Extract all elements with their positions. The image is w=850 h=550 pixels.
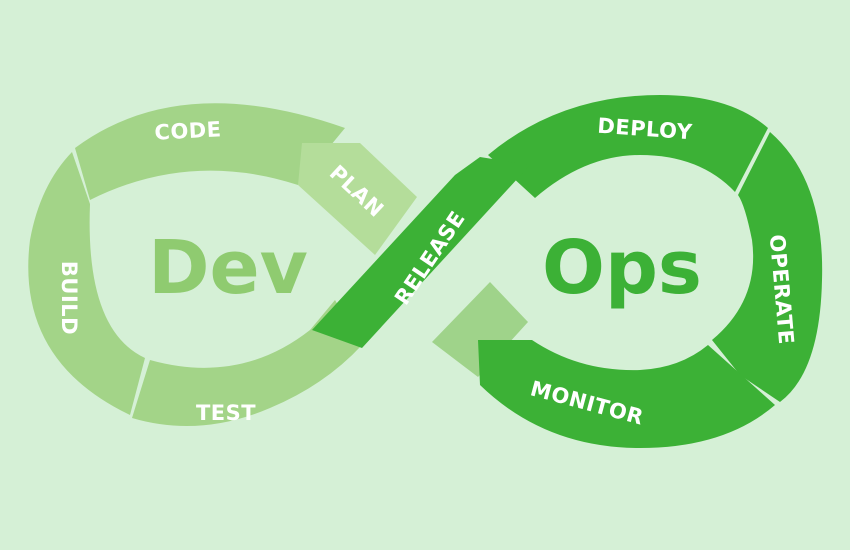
monitor-segment [478, 340, 775, 448]
dev-label: Dev [148, 225, 308, 311]
ops-label: Ops [542, 225, 702, 311]
release-segment [312, 157, 530, 348]
dev-loop: CODE PLAN BUILD TEST Dev [28, 103, 417, 426]
build-segment [28, 152, 145, 415]
operate-segment [712, 132, 823, 402]
ops-loop: RELEASE DEPLOY OPERATE MONITOR Ops [312, 95, 823, 448]
build-label: BUILD [57, 261, 81, 335]
code-label: CODE [154, 117, 222, 144]
plan-segment [298, 143, 417, 255]
monitor-arrow-hint [432, 282, 528, 377]
deploy-segment [488, 95, 768, 198]
test-segment [132, 300, 362, 426]
code-segment [75, 103, 345, 200]
test-label: TEST [196, 401, 256, 425]
